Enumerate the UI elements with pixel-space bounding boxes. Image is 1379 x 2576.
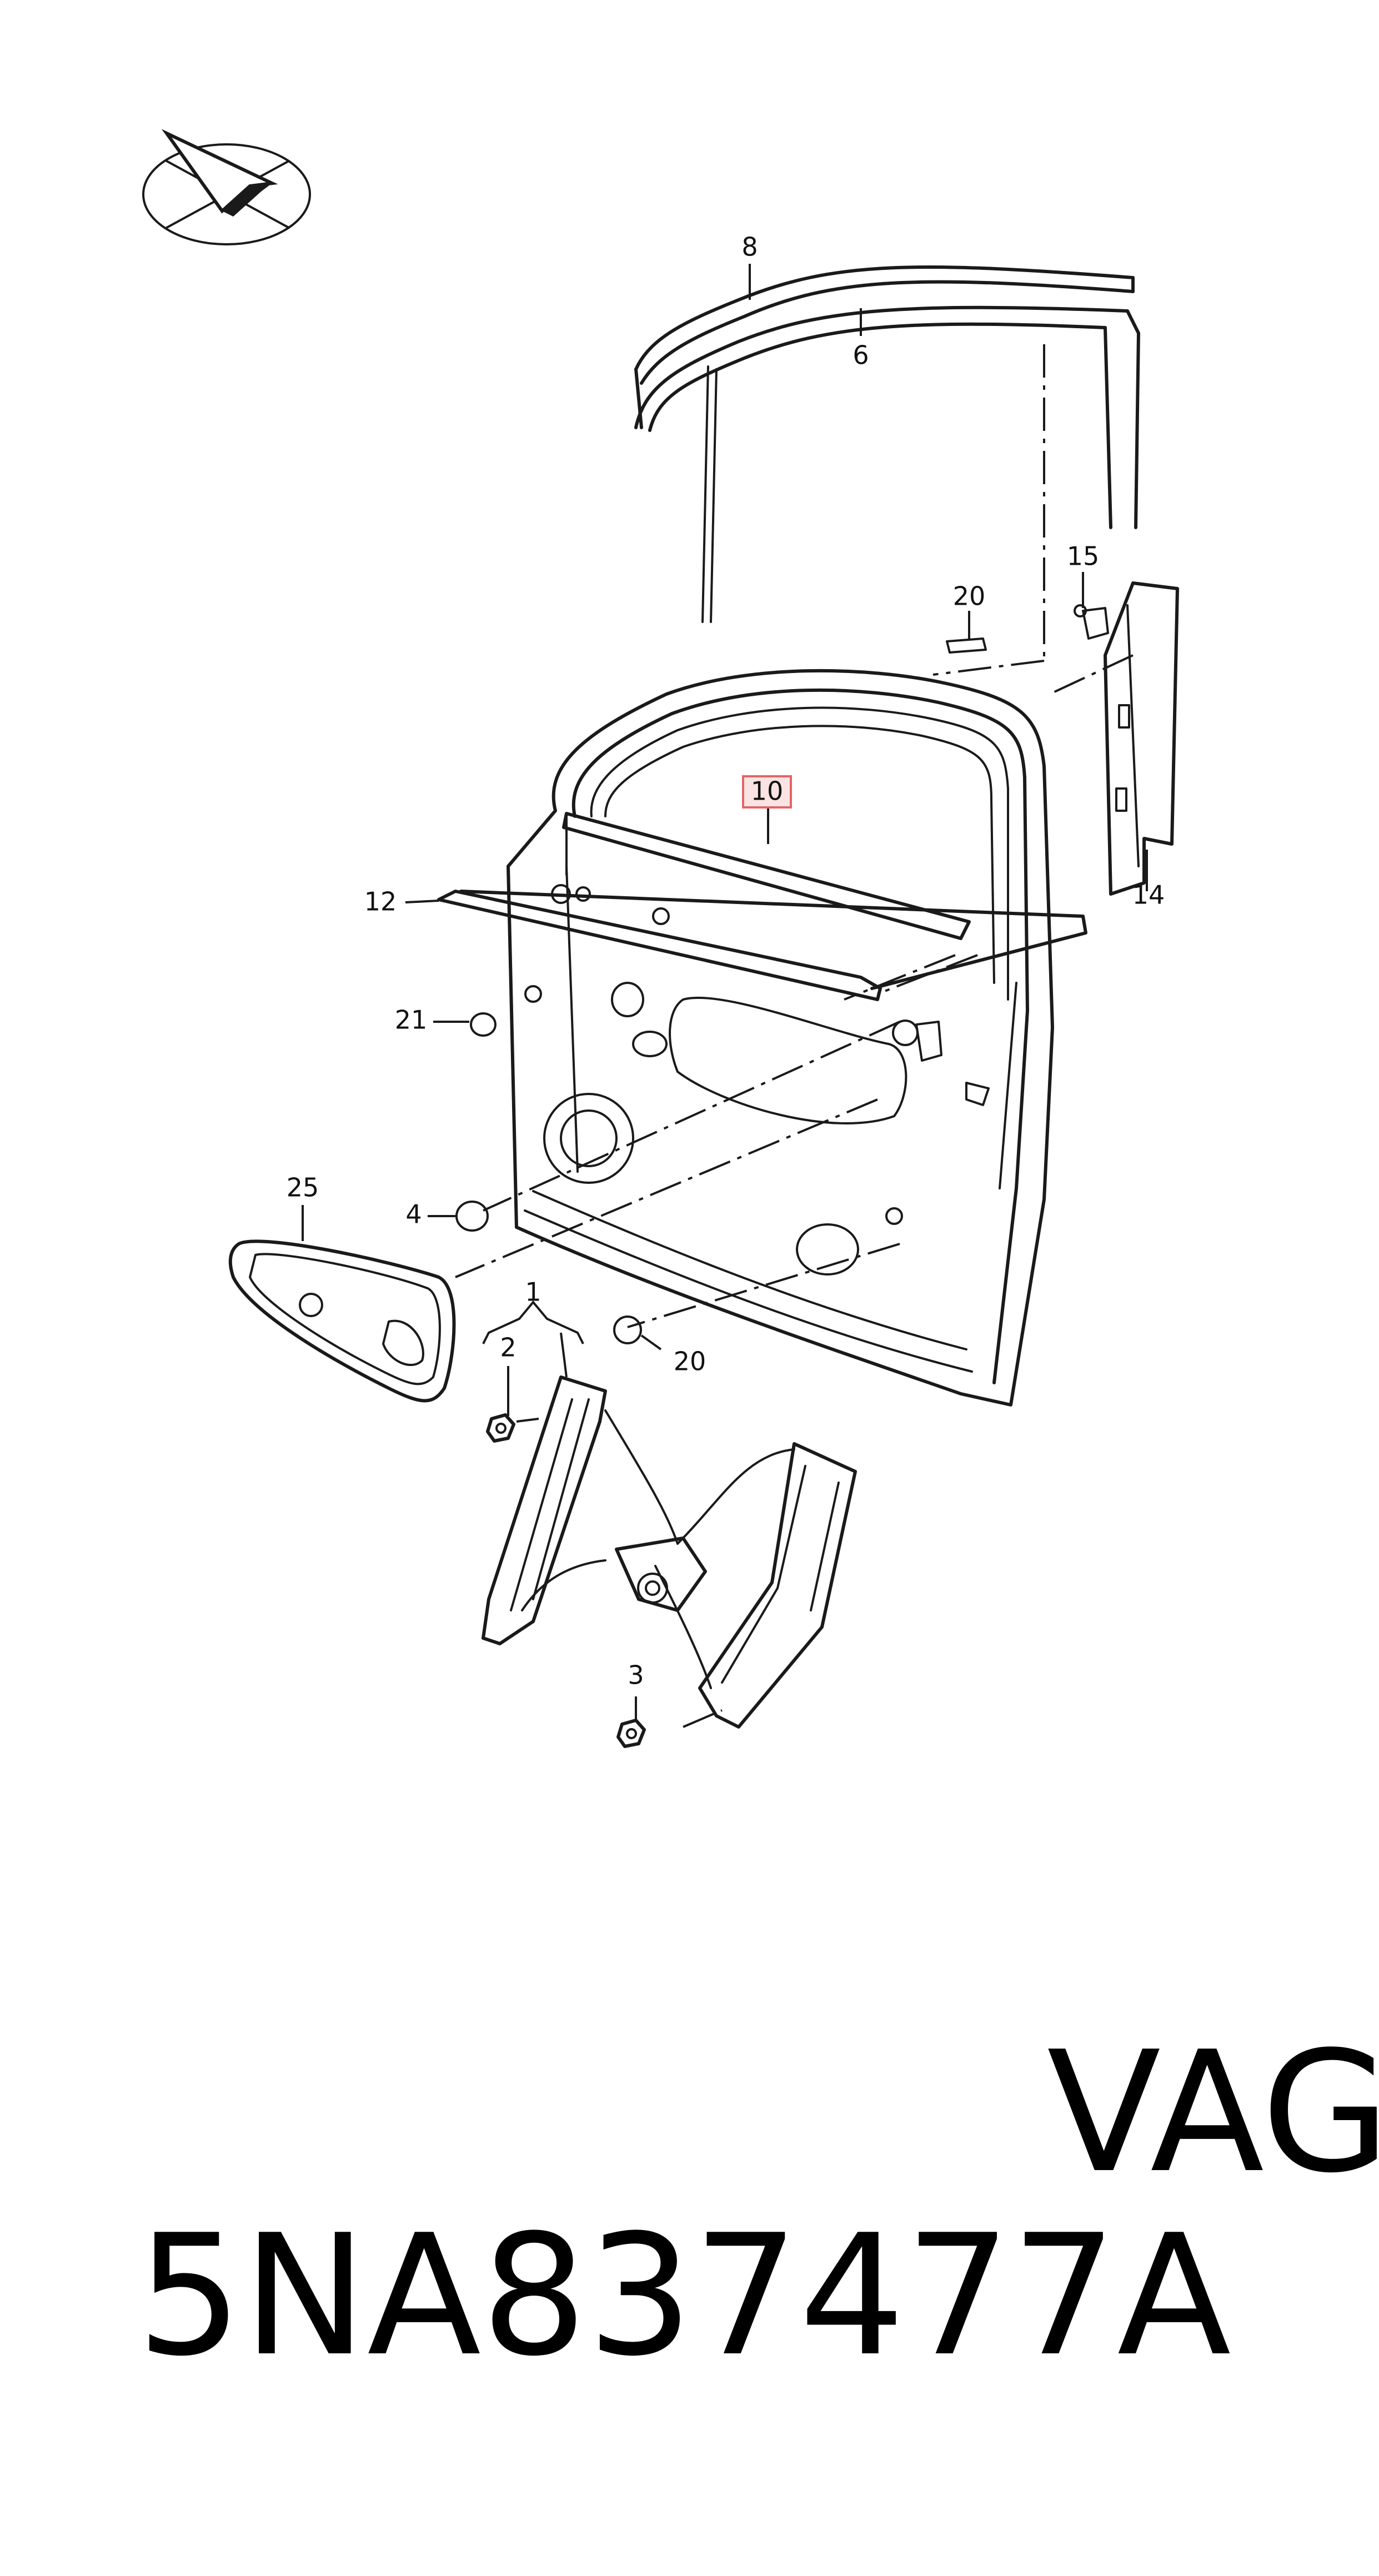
plugs <box>455 1012 642 1344</box>
part-caption: 5NA837477A VAG <box>31 2021 1379 2388</box>
callout-8: 8 <box>741 232 758 262</box>
mirror-patch-25 <box>228 1239 456 1403</box>
callout-12: 12 <box>364 887 397 917</box>
callout-3: 3 <box>628 1660 644 1690</box>
part-number: 5NA837477A <box>136 2199 1231 2393</box>
clip-15 <box>1074 604 1109 640</box>
callout-21: 21 <box>395 1005 428 1035</box>
roof-outer-trim <box>634 265 1135 429</box>
nuts <box>486 1413 646 1748</box>
nut-3 <box>616 1719 646 1748</box>
belt-molding-12 <box>437 890 1087 1001</box>
callout-10: 10 <box>751 776 784 806</box>
callout-6: 6 <box>853 340 869 370</box>
callout-2: 2 <box>500 1333 516 1363</box>
assembly-guide-lines <box>455 344 1134 1728</box>
callout-labels: 8 6 10 12 14 15 20 21 4 20 25 1 2 3 <box>287 232 1165 1690</box>
orientation-logo <box>142 129 311 245</box>
plug-21 <box>470 1012 497 1037</box>
door-shell <box>507 669 1054 1407</box>
pad-20-top <box>946 637 987 654</box>
callout-25: 25 <box>287 1173 319 1203</box>
brand-label: VAG <box>1047 2016 1379 2210</box>
callout-14: 14 <box>1132 880 1165 910</box>
parts-diagram: 8 6 10 12 14 15 20 21 4 20 25 1 2 3 <box>142 129 1179 1748</box>
callout-1: 1 <box>525 1277 541 1307</box>
plug-20 <box>613 1315 642 1344</box>
b-pillar-trim <box>1104 581 1179 896</box>
window-frame-seal <box>634 305 1140 623</box>
callout-15: 15 <box>1067 541 1100 571</box>
callout-4: 4 <box>405 1199 422 1229</box>
plug-4 <box>455 1201 489 1232</box>
door-inner-panel <box>524 884 990 1276</box>
callout-20-bottom: 20 <box>674 1347 706 1377</box>
nut-2 <box>486 1413 515 1443</box>
window-seal-10 <box>562 812 971 940</box>
window-regulator-1 <box>482 1375 857 1729</box>
callout-20-top: 20 <box>953 581 986 611</box>
leader-lines <box>302 264 1148 1720</box>
callout-10-highlight <box>742 775 792 809</box>
